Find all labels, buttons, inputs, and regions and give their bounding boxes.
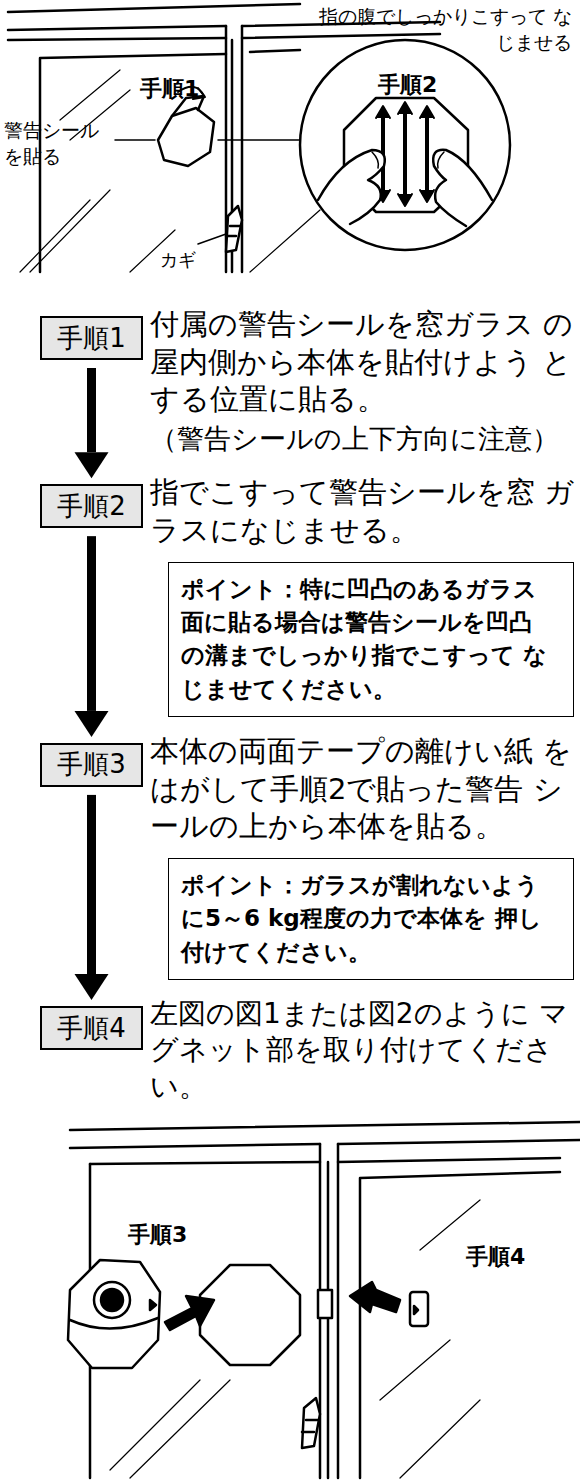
step-number: 手順3 bbox=[57, 747, 126, 782]
callout-number: 手順3 bbox=[128, 1220, 208, 1250]
step-box: 手順1 bbox=[40, 316, 143, 360]
step-text: 指でこすって警告シールを窓 ガラスになじませる。 bbox=[150, 474, 578, 549]
step-number: 手順1 bbox=[57, 321, 126, 356]
step-box: 手順2 bbox=[40, 484, 143, 528]
callout-number: 手順1 bbox=[140, 74, 230, 104]
step-number: 手順2 bbox=[57, 489, 126, 524]
step-text: 付属の警告シールを窓ガラス の屋内側から本体を貼付けよう とする位置に貼る。 bbox=[150, 306, 578, 419]
point-heading: ポイント： bbox=[181, 576, 300, 602]
step-text: 左図の図1または図2のように マグネット部を取り付けてください。 bbox=[150, 996, 578, 1105]
step-text: 本体の両面テープの離けい紙 をはがして手順2で貼った警告 シールの上から本体を貼… bbox=[150, 733, 578, 846]
step-box: 手順4 bbox=[40, 1006, 143, 1050]
point-heading: ポイント： bbox=[181, 872, 300, 898]
point-box: ポイント：ガラスが割れないよう に5～6 kg程度の力で本体を 押し付けてくださ… bbox=[168, 858, 574, 980]
instruction-note: 指の腹でしっかりこすって なじませる bbox=[300, 4, 572, 56]
callout-number: 手順4 bbox=[466, 1242, 546, 1272]
step-number: 手順4 bbox=[57, 1011, 126, 1046]
part-name: 警告シール を貼る bbox=[4, 118, 116, 170]
callout-number: 手順2 bbox=[378, 70, 458, 100]
flow-arrow bbox=[75, 795, 109, 1000]
part-name: カギ bbox=[160, 248, 210, 272]
step-box: 手順3 bbox=[40, 743, 143, 787]
point-box: ポイント：特に凹凸のあるガラス 面に貼る場合は警告シールを凹凸 の溝までしっかり… bbox=[168, 562, 574, 717]
flow-arrow bbox=[75, 368, 109, 478]
step-note: （警告シールの上下方向に注意） bbox=[150, 421, 580, 456]
flow-arrow bbox=[75, 536, 109, 737]
